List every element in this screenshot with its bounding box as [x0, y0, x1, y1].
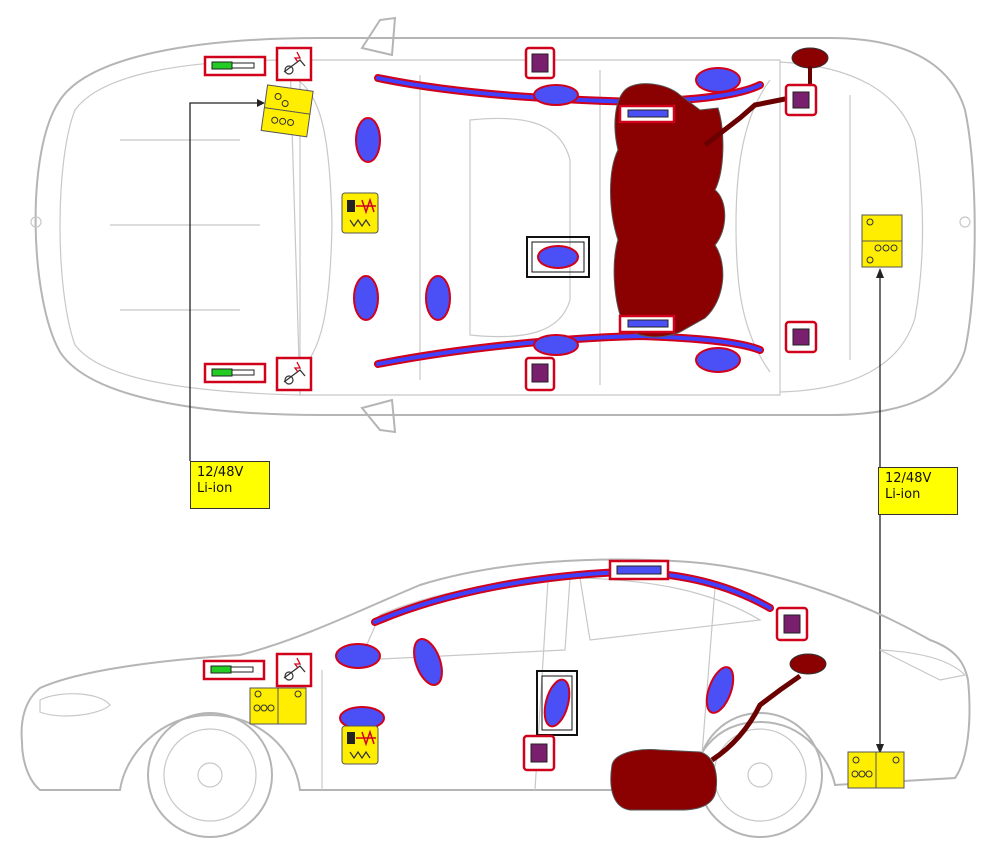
- fuel-tank-icon: [610, 749, 718, 811]
- airbag-control-unit-icon: [341, 192, 379, 234]
- airbag-icon: [425, 275, 451, 321]
- battery-icon: [249, 687, 307, 725]
- fuel-tank-icon: [610, 83, 726, 338]
- arrow-head: [876, 268, 884, 278]
- pyro-hood-actuator-icon: [275, 356, 313, 392]
- battery-callout-side: 12/48V Li-ion: [878, 467, 958, 515]
- pyro-hood-actuator-icon: [275, 46, 313, 82]
- crash-sensor-icon: [775, 606, 809, 642]
- top-view-car: [30, 16, 976, 434]
- gas-cylinder-icon: [202, 659, 266, 681]
- crash-sensor-icon: [522, 734, 556, 772]
- airbag-icon: [705, 666, 735, 714]
- airbag-control-unit-icon: [341, 725, 379, 765]
- pretensioner-icon: [618, 314, 676, 334]
- airbag-icon: [533, 84, 579, 106]
- crash-sensor-icon: [524, 46, 556, 80]
- pretensioner-icon: [608, 559, 670, 581]
- gas-cylinder-icon: [203, 362, 267, 384]
- airbag-icon: [353, 275, 379, 321]
- fuel-filler-neck: [703, 95, 791, 147]
- gas-cylinder-icon: [203, 55, 267, 77]
- battery-callout-line: [189, 102, 262, 461]
- center-airbag-icon: [536, 670, 578, 736]
- battery-icon: [861, 214, 903, 268]
- crash-sensor-icon: [784, 83, 818, 117]
- battery-icon: [260, 84, 314, 138]
- fuel-cap-icon: [791, 47, 829, 69]
- airbag-icon: [355, 117, 381, 163]
- curtain-airbag-core: [376, 333, 762, 366]
- pretensioner-icon: [618, 104, 676, 124]
- pyro-hood-actuator-icon: [275, 652, 313, 688]
- battery-icon: [847, 751, 905, 789]
- airbag-icon: [335, 643, 381, 669]
- fuel-filler-neck: [710, 673, 802, 763]
- fuel-cap-icon: [789, 653, 827, 675]
- airbag-icon: [695, 67, 741, 93]
- side-view-car: [20, 558, 971, 838]
- airbag-icon: [533, 334, 579, 356]
- airbag-icon: [695, 347, 741, 373]
- airbag-icon: [413, 638, 443, 686]
- arrow-head: [257, 99, 265, 107]
- center-airbag-icon: [526, 236, 590, 278]
- arrow-head: [876, 744, 884, 754]
- battery-callout-top: 12/48V Li-ion: [190, 461, 270, 509]
- crash-sensor-icon: [524, 356, 556, 392]
- crash-sensor-icon: [784, 320, 818, 354]
